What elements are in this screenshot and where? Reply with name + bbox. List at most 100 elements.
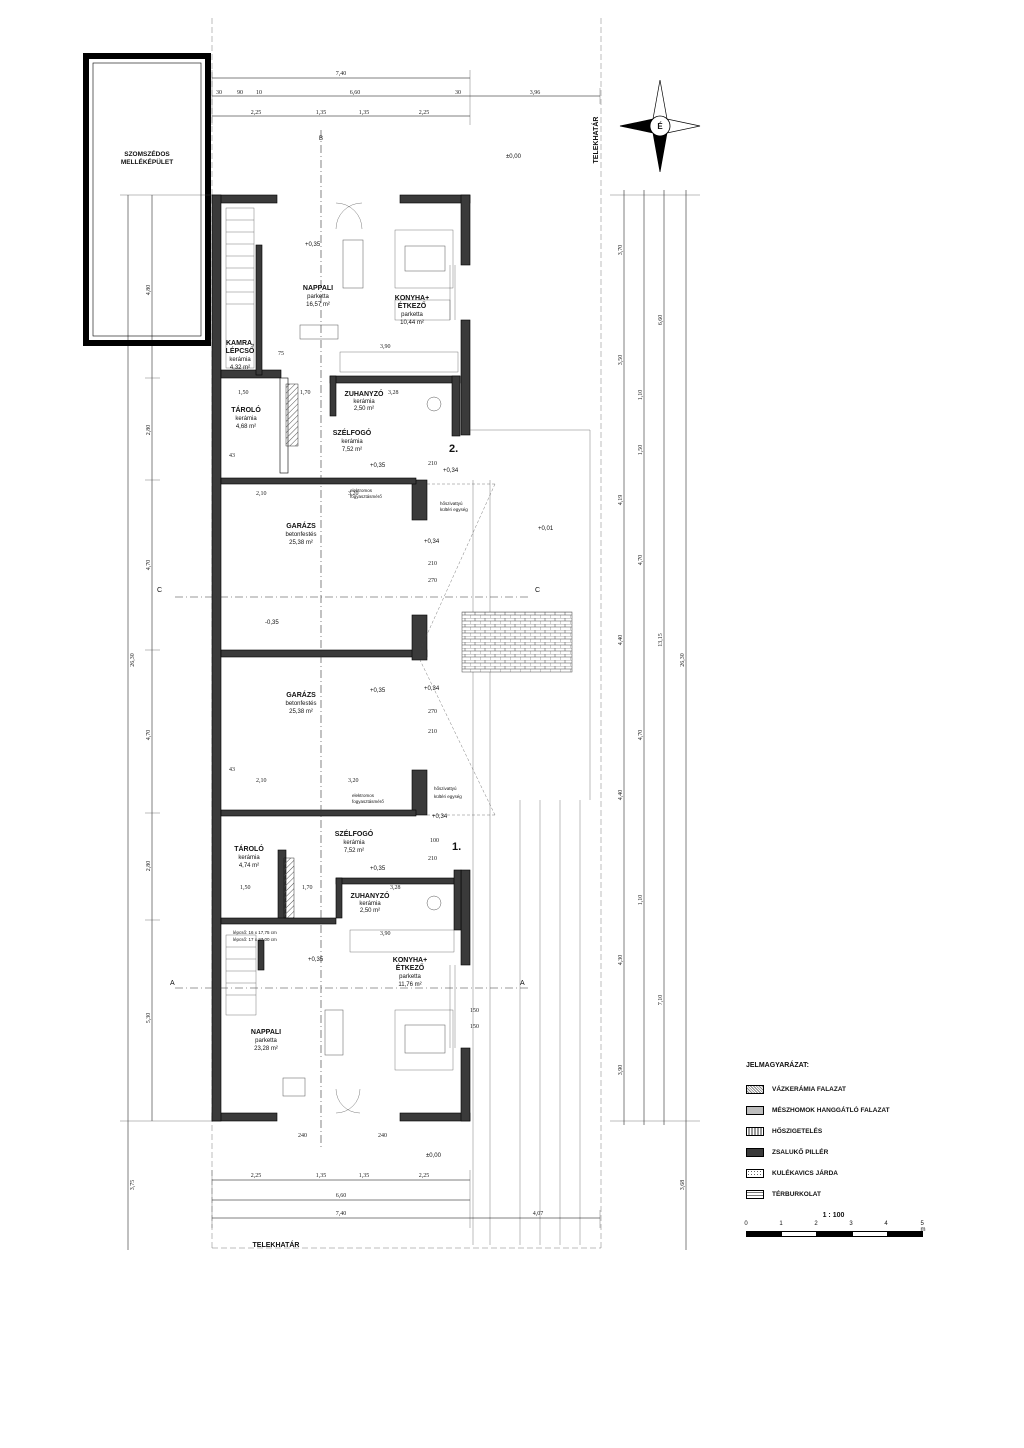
dim-bottom-total: 7,40 bbox=[336, 1211, 347, 1217]
dim-right-c: 7,10 bbox=[658, 995, 664, 1006]
top-dimensions: 7,40 6,60 3,96 30 90 10 30 2,25 1,35 1,3… bbox=[211, 70, 601, 160]
dim-left-d: 5,30 bbox=[146, 1013, 152, 1024]
dim-right-350: 3,50 bbox=[618, 355, 624, 366]
legend-swatch bbox=[746, 1190, 764, 1199]
u1-tarolo-area: 4,74 m² bbox=[239, 863, 259, 869]
dim-u1-n43: 43 bbox=[229, 767, 235, 773]
dim-right-inner: 13,15 bbox=[658, 633, 664, 647]
dim-u2-n75: 75 bbox=[278, 351, 284, 357]
dim-u1-150: 1,50 bbox=[240, 885, 251, 891]
north-arrow: É bbox=[619, 79, 701, 173]
u2-tarolo-name: TÁROLÓ bbox=[231, 405, 261, 414]
legend-label: VÁZKERÁMIA FALAZAT bbox=[772, 1086, 847, 1093]
level-markers: +0,35 +0,35 +0,34 +0,34 +0,01 -0,35 +0,3… bbox=[265, 242, 554, 1159]
u2-kamra-name: KAMRA, bbox=[226, 340, 254, 347]
dim-right-470a: 4,70 bbox=[638, 555, 644, 566]
dim-left-a: 4,80 bbox=[146, 285, 152, 296]
notes: elektromos fogyasztásmérő hőszivattyú kü… bbox=[233, 488, 468, 942]
dim-top-a: 30 bbox=[216, 90, 222, 96]
dim-left-c: 4,70 bbox=[146, 560, 152, 571]
u1-konyha-area: 11,76 m² bbox=[398, 982, 421, 988]
unit-1-label: 1. bbox=[452, 841, 461, 853]
legend-item: TÉRBURKOLAT bbox=[746, 1184, 986, 1205]
note-elektromos-u2-2: fogyasztásmérő bbox=[350, 494, 382, 499]
u1-konyha-finish: parketta bbox=[399, 974, 421, 980]
dim-right-470b: 4,70 bbox=[638, 730, 644, 741]
u1-konyha-name2: ÉTKEZŐ bbox=[396, 963, 425, 972]
scale-tick: 0 bbox=[744, 1221, 748, 1227]
dim-right-150: 1,50 bbox=[638, 445, 644, 456]
axis-c-right: C bbox=[535, 587, 540, 594]
u1-szelfogo-name: SZÉLFOGÓ bbox=[335, 829, 374, 838]
dim-left-c2: 4,70 bbox=[146, 730, 152, 741]
u2-nappali-finish: parketta bbox=[307, 294, 329, 300]
dim-top-e1: 1,35 bbox=[316, 110, 327, 116]
note-lepcso-2: lépcső: 17 x 27,00 cm bbox=[233, 937, 277, 942]
u2-zuhanyzo-finish: kerámia bbox=[353, 399, 375, 405]
dim-left-b2: 2,80 bbox=[146, 861, 152, 872]
dim-u2-328: 3,28 bbox=[388, 390, 399, 396]
legend-item: ZSALUKŐ PILLÉR bbox=[746, 1142, 986, 1163]
dim-bottom-e2: 1,35 bbox=[359, 1173, 370, 1179]
u2-nappali-name: NAPPALI bbox=[303, 285, 333, 292]
u1-tarolo-name: TÁROLÓ bbox=[234, 844, 264, 853]
dim-u1-n150a: 150 bbox=[470, 1008, 479, 1014]
dim-u2-150: 1,50 bbox=[238, 390, 249, 396]
axis-lines: C C A A bbox=[157, 130, 540, 1150]
dim-u2-n43: 43 bbox=[229, 453, 235, 459]
scale-tick: 4 bbox=[884, 1221, 888, 1227]
legend-label: KULÉKAVICS JÁRDA bbox=[772, 1170, 838, 1177]
dim-bottom-d2: 2,25 bbox=[419, 1173, 430, 1179]
u1-zuhanyzo-finish: kerámia bbox=[359, 901, 381, 907]
axis-c-left: C bbox=[157, 587, 162, 594]
u2-kamra-area: 4,32 m² bbox=[230, 365, 250, 371]
scale-numbers: 0 1 2 3 4 5 m bbox=[744, 1221, 926, 1233]
legend-swatch bbox=[746, 1085, 764, 1094]
legend: JELMAGYARÁZAT: VÁZKERÁMIA FALAZAT MÉSZHO… bbox=[746, 1062, 986, 1205]
dim-u1-n150b: 150 bbox=[470, 1024, 479, 1030]
dim-right-430: 4,30 bbox=[618, 955, 624, 966]
dim-right-110a: 1,10 bbox=[638, 390, 644, 401]
level-u2-szelfogo: +0,35 bbox=[370, 463, 386, 469]
u1-zuhanyzo-name: ZUHANYZÓ bbox=[351, 891, 390, 900]
dim-bottom-right: 4,07 bbox=[533, 1211, 544, 1217]
note-hoszivattyu-u1-1: hőszivattyú bbox=[434, 786, 457, 791]
axis-b-label: B bbox=[319, 136, 323, 142]
dim-top-b: 90 bbox=[237, 90, 243, 96]
room-labels-unit-2: NAPPALI parketta 16,57 m² KONYHA+ ÉTKEZŐ… bbox=[226, 285, 459, 546]
level-u2-garazs: -0,35 bbox=[265, 620, 279, 626]
legend-swatch bbox=[746, 1148, 764, 1157]
dim-u1-n210: 210 bbox=[428, 729, 437, 735]
u2-konyha-name2: ÉTKEZŐ bbox=[398, 301, 427, 310]
u1-garazs-finish: betonfestés bbox=[285, 701, 316, 707]
right-dimensions: 3,70 3,50 4,19 4,40 4,40 4,30 3,90 4,70 … bbox=[610, 190, 700, 1250]
dim-u1-320: 3,20 bbox=[348, 778, 359, 784]
dim-top-inner: 6,60 bbox=[350, 90, 361, 96]
note-elektromos-u1-2: fogyasztásmérő bbox=[352, 799, 384, 804]
unit-1-interior bbox=[225, 857, 456, 1114]
note-lepcso-1: lépcső: 16 x 17,75 cm bbox=[233, 930, 277, 935]
legend-item: VÁZKERÁMIA FALAZAT bbox=[746, 1079, 986, 1100]
level-u2-entry: +0,34 bbox=[443, 468, 459, 474]
dim-left-overall: 26,30 bbox=[130, 653, 136, 667]
neighbor-label-1: SZOMSZÉDOS bbox=[124, 149, 170, 158]
legend-swatch bbox=[746, 1169, 764, 1178]
dim-right-440a: 4,40 bbox=[618, 635, 624, 646]
dim-top-total: 7,40 bbox=[336, 71, 347, 77]
u1-tarolo-finish: kerámia bbox=[238, 855, 260, 861]
u1-nappali-area: 23,28 m² bbox=[254, 1046, 278, 1052]
u2-szelfogo-name: SZÉLFOGÓ bbox=[333, 428, 372, 437]
dim-u1-n210b: 210 bbox=[428, 856, 437, 862]
legend-label: HŐSZIGETELÉS bbox=[772, 1128, 823, 1135]
u2-konyha-area: 10,44 m² bbox=[400, 320, 424, 326]
u2-zuhanyzo-name: ZUHANYZÓ bbox=[345, 389, 384, 398]
legend-item: KULÉKAVICS JÁRDA bbox=[746, 1163, 986, 1184]
dim-u1-328: 3,28 bbox=[390, 885, 401, 891]
level-u1-szelfogo: +0,35 bbox=[370, 866, 386, 872]
dim-u2-n270: 270 bbox=[428, 578, 437, 584]
u2-zuhanyzo-area: 2,50 m² bbox=[354, 406, 374, 412]
dim-right-overall: 26,30 bbox=[680, 653, 686, 667]
level-u1-drive: +0,34 bbox=[424, 686, 440, 692]
u1-szelfogo-area: 7,52 m² bbox=[344, 848, 364, 854]
u2-kamra-finish: kerámia bbox=[229, 357, 251, 363]
